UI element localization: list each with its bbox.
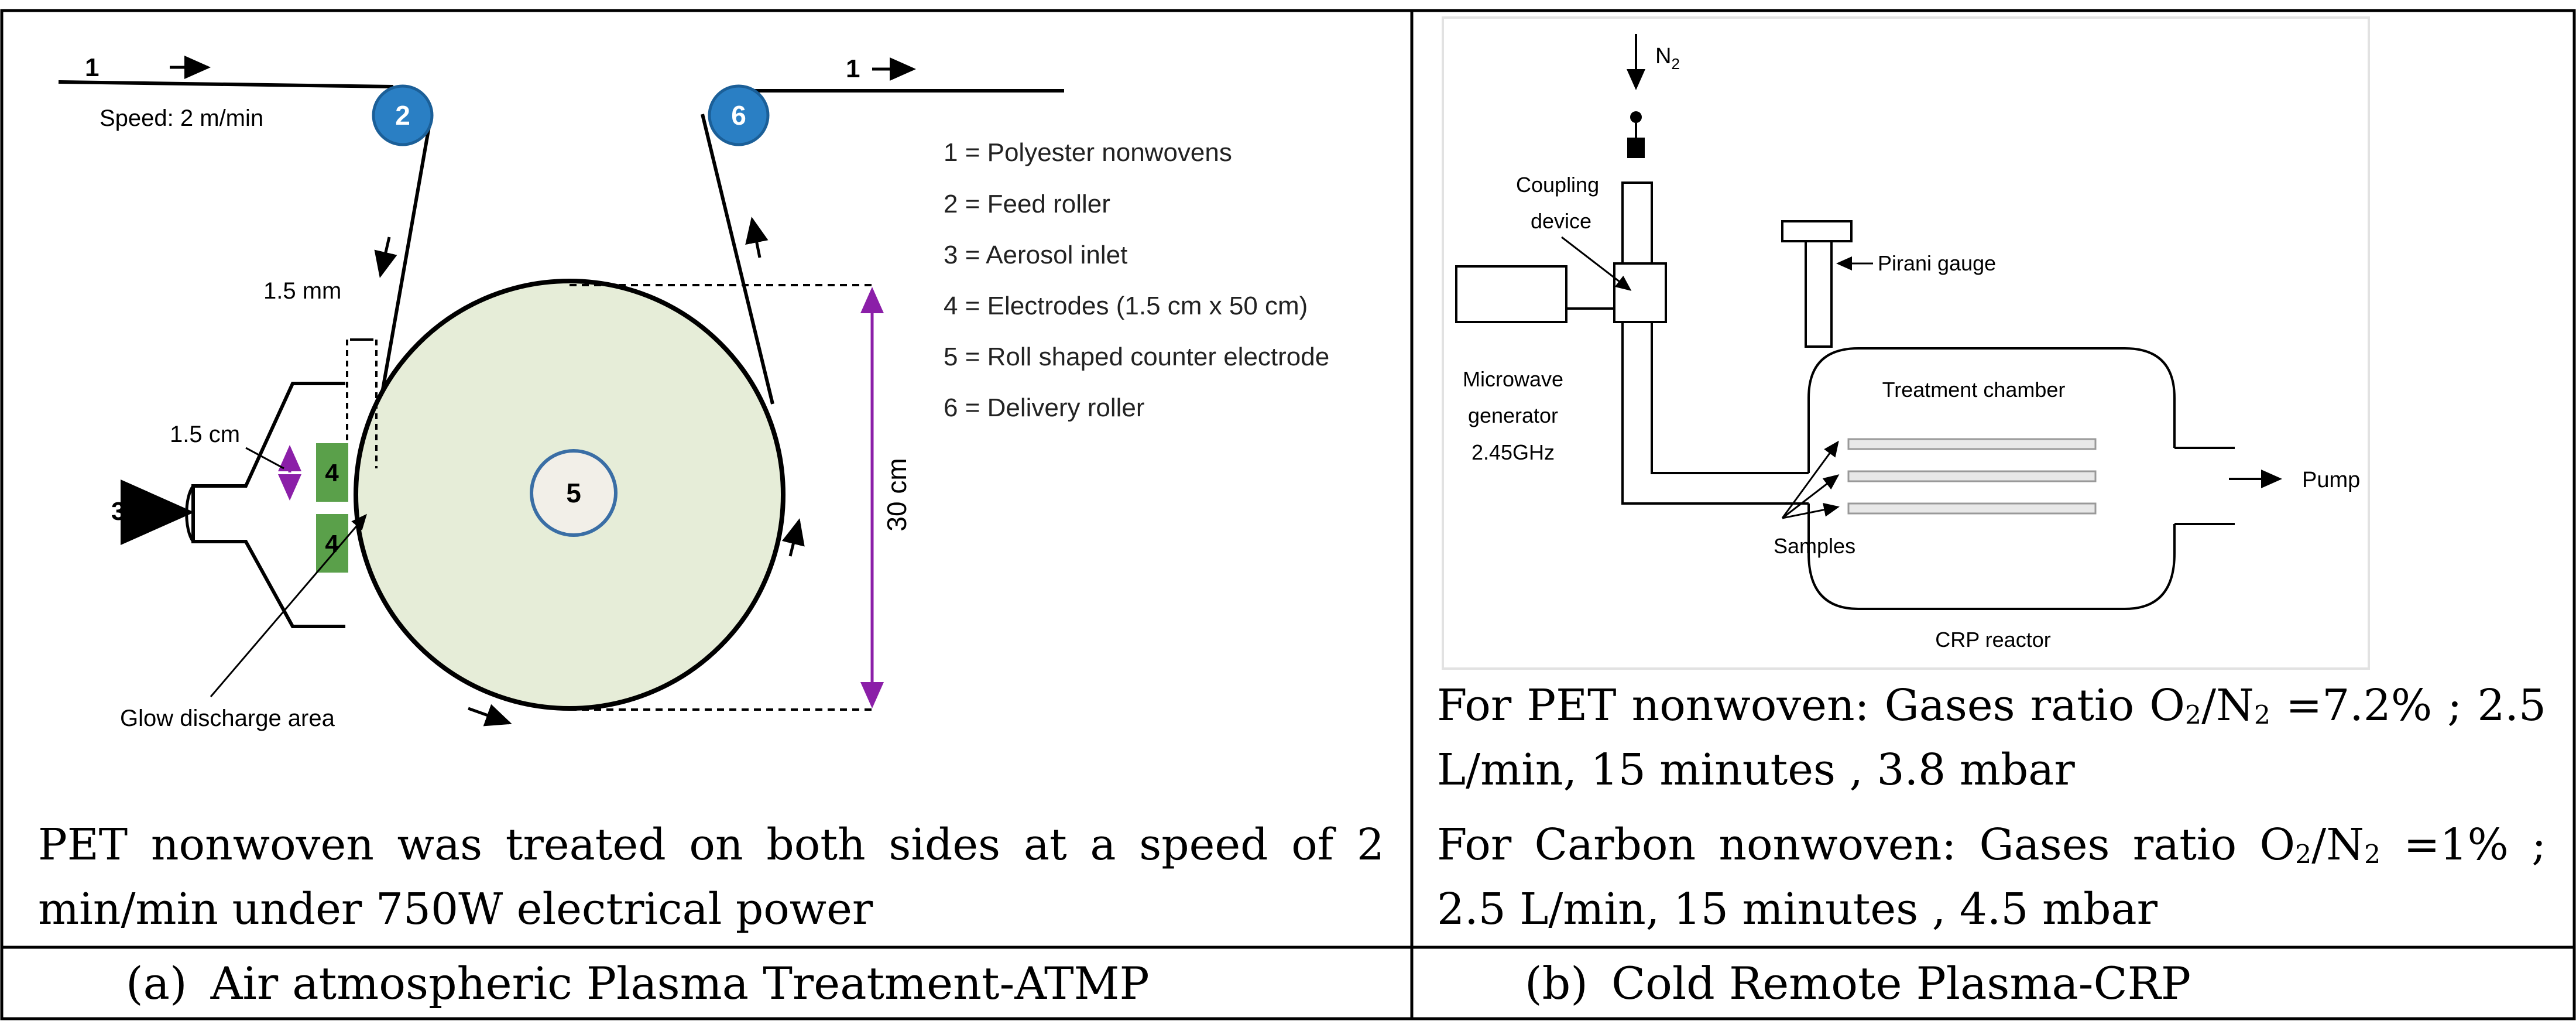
n2-label: N2: [1655, 44, 1680, 73]
glow-leader: [210, 513, 367, 697]
samples-leader: [1782, 474, 1840, 519]
coupling-leader: [1561, 236, 1632, 291]
valve-knob: [1630, 111, 1642, 123]
sample-strip: [1847, 470, 2097, 482]
caption-b-text: Cold Remote Plasma-CRP: [1611, 957, 2191, 1009]
caption-b-letter: (b): [1525, 957, 1588, 1009]
caption-a-text: Air atmospheric Plasma Treatment-ATMP: [210, 957, 1150, 1009]
caption-a-letter: (a): [126, 957, 187, 1009]
chamber-label: Treatment chamber: [1882, 378, 2066, 402]
pump-label: Pump: [2302, 468, 2360, 492]
atmp-description: PET nonwoven was treated on both sides a…: [38, 820, 1384, 934]
delivery-roller-number: 6: [731, 100, 746, 131]
input-web-line: [58, 80, 394, 88]
pet-conditions: For PET nonwoven: Gases ratio O2/N2 =7.2…: [1437, 680, 2547, 795]
electrode-top: [316, 443, 348, 502]
input-web-label: 1: [85, 53, 99, 82]
counter-electrode-core: [530, 449, 618, 537]
pirani-gauge-stem: [1805, 240, 1833, 348]
speed-label: Speed: 2 m/min: [100, 105, 263, 131]
electrode-height-leader: [245, 447, 284, 470]
delivery-roller: [708, 84, 770, 146]
carbon-conditions: For Carbon nonwoven: Gases ratio O2/N2 =…: [1437, 820, 2546, 934]
legend-item: 4 = Electrodes (1.5 cm x 50 cm): [944, 292, 1308, 320]
samples-label: Samples: [1774, 534, 1855, 558]
atmp-legend: 1 = Polyester nonwovens 2 = Feed roller …: [944, 138, 1329, 422]
microwave-label-line2: generator: [1468, 403, 1558, 427]
legend-item: 1 = Polyester nonwovens: [944, 138, 1232, 167]
aerosol-nozzle: [191, 382, 345, 628]
roll-arrow-right: [781, 518, 805, 557]
microwave-label-line3: 2.45GHz: [1471, 440, 1555, 464]
coupling-label-line2: device: [1531, 209, 1591, 233]
electrode-bottom-number: 4: [325, 530, 339, 557]
web-roll-to-delivery: [701, 114, 774, 405]
samples-leader: [1782, 502, 1840, 519]
legend-item: 2 = Feed roller: [944, 190, 1110, 218]
aerosol-number: 3: [111, 497, 125, 526]
sample-strip: [1847, 438, 2097, 450]
electrode-height-label: 1.5 cm: [170, 422, 240, 447]
caption-a: (a) Air atmospheric Plasma Treatment-ATMP: [126, 948, 1150, 1019]
roll-arrow-bottom: [468, 704, 512, 727]
gap-label: 1.5 mm: [263, 278, 341, 304]
samples-leader: [1781, 440, 1839, 519]
feed-roller-number: 2: [395, 100, 410, 131]
glow-discharge-label: Glow discharge area: [120, 705, 335, 731]
gas-line: [1621, 322, 1809, 505]
valve-body: [1627, 138, 1645, 158]
legend-item: 3 = Aerosol inlet: [944, 241, 1127, 269]
web-arrow-up: [745, 217, 769, 258]
crp-diagram: N2 Microwave generator 2.45GHz Coupling …: [1442, 16, 2370, 670]
electrode-top-number: 4: [325, 459, 339, 487]
table-frame: [0, 9, 2576, 1020]
sample-strip: [1847, 502, 2097, 515]
crp-diagram-frame: [1442, 16, 2370, 670]
pirani-label: Pirani gauge: [1878, 251, 1996, 275]
legend-item: 5 = Roll shaped counter electrode: [944, 342, 1329, 371]
quartz-tube-top: [1621, 181, 1653, 265]
microwave-generator-box: [1455, 265, 1567, 323]
coupling-label-line1: Coupling: [1516, 173, 1599, 197]
reactor-label: CRP reactor: [1935, 628, 2050, 652]
atmp-diagram: 1 Speed: 2 m/min 1 5 2 6 3 4 4: [58, 53, 1329, 731]
feed-roller: [372, 84, 434, 146]
pirani-gauge-cap: [1781, 220, 1853, 242]
microwave-label-line1: Microwave: [1463, 367, 1563, 391]
web-arrow-down: [374, 237, 397, 278]
pump-outlet: [2174, 447, 2235, 525]
counter-electrode-number: 5: [566, 478, 581, 508]
coupling-device-box: [1613, 262, 1667, 323]
caption-b: (b) Cold Remote Plasma-CRP: [1525, 948, 2191, 1019]
diameter-label: 30 cm: [881, 458, 912, 531]
output-web-label: 1: [846, 54, 860, 83]
legend-item: 6 = Delivery roller: [944, 393, 1145, 422]
treatment-chamber: [1807, 347, 2176, 610]
